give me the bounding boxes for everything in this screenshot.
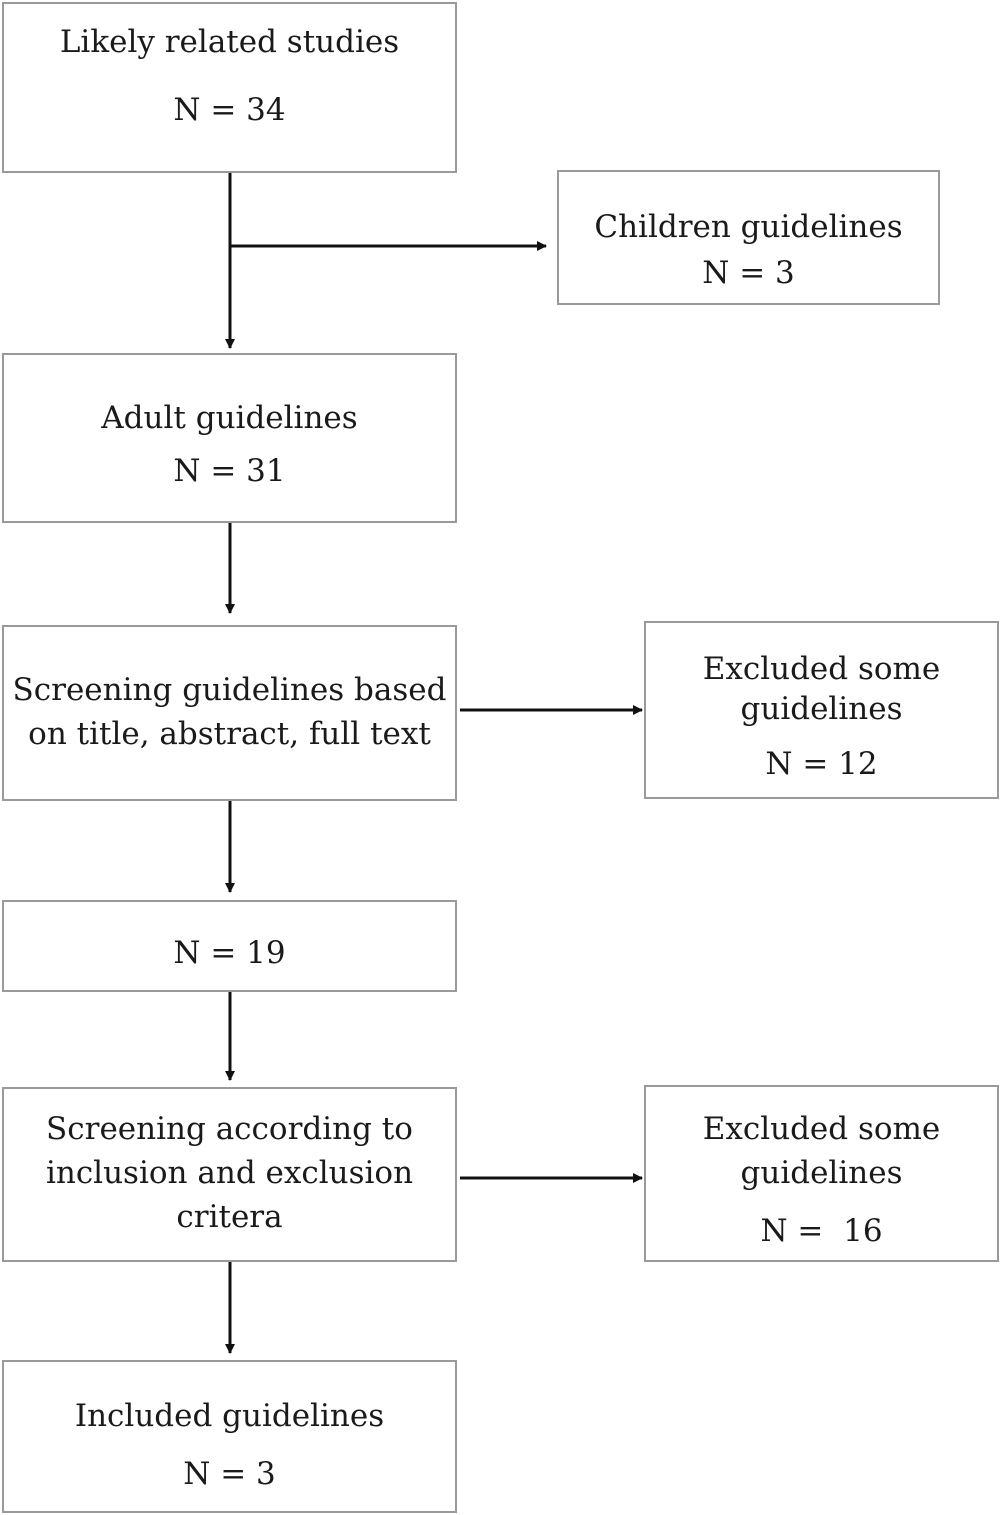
excluded-guidelines-box-1: Excluded some guidelines N = 12 — [644, 621, 999, 799]
included-guidelines-box: Included guidelines N = 3 — [2, 1360, 457, 1513]
excluded-2-count: N = 16 — [760, 1213, 883, 1249]
likely-related-studies-box: Likely related studies N = 34 — [2, 2, 457, 173]
included-guidelines-count: N = 3 — [183, 1456, 276, 1492]
screening-title-abstract-box: Screening guidelines based on title, abs… — [2, 625, 457, 801]
screening-criteria-line-2: inclusion and exclusion — [45, 1155, 414, 1191]
adult-guidelines-label: Adult guidelines — [101, 400, 358, 436]
likely-related-studies-count: N = 34 — [173, 92, 286, 128]
children-guidelines-box: Children guidelines N = 3 — [557, 170, 940, 305]
adult-guidelines-box: Adult guidelines N = 31 — [2, 353, 457, 523]
after-screening-count: N = 19 — [173, 935, 286, 971]
screening-title-line-1: Screening guidelines based — [12, 672, 447, 708]
excluded-2-line-1: Excluded some — [702, 1111, 941, 1147]
screening-criteria-box: Screening according to inclusion and exc… — [2, 1087, 457, 1262]
screening-criteria-line-1: Screening according to — [46, 1111, 413, 1147]
likely-related-studies-label: Likely related studies — [59, 24, 400, 60]
children-guidelines-label: Children guidelines — [594, 209, 903, 245]
screening-title-line-2: on title, abstract, full text — [28, 716, 431, 752]
screening-criteria-line-3: critera — [176, 1199, 283, 1235]
adult-guidelines-count: N = 31 — [173, 453, 286, 489]
excluded-1-count: N = 12 — [765, 746, 878, 782]
excluded-guidelines-box-2: Excluded some guidelines N = 16 — [644, 1085, 999, 1262]
excluded-2-line-2: guidelines — [740, 1155, 903, 1191]
excluded-1-line-1: Excluded some — [702, 651, 941, 687]
after-screening-count-box: N = 19 — [2, 900, 457, 992]
included-guidelines-label: Included guidelines — [74, 1398, 385, 1434]
children-guidelines-count: N = 3 — [702, 255, 795, 291]
excluded-1-line-2: guidelines — [740, 691, 903, 727]
